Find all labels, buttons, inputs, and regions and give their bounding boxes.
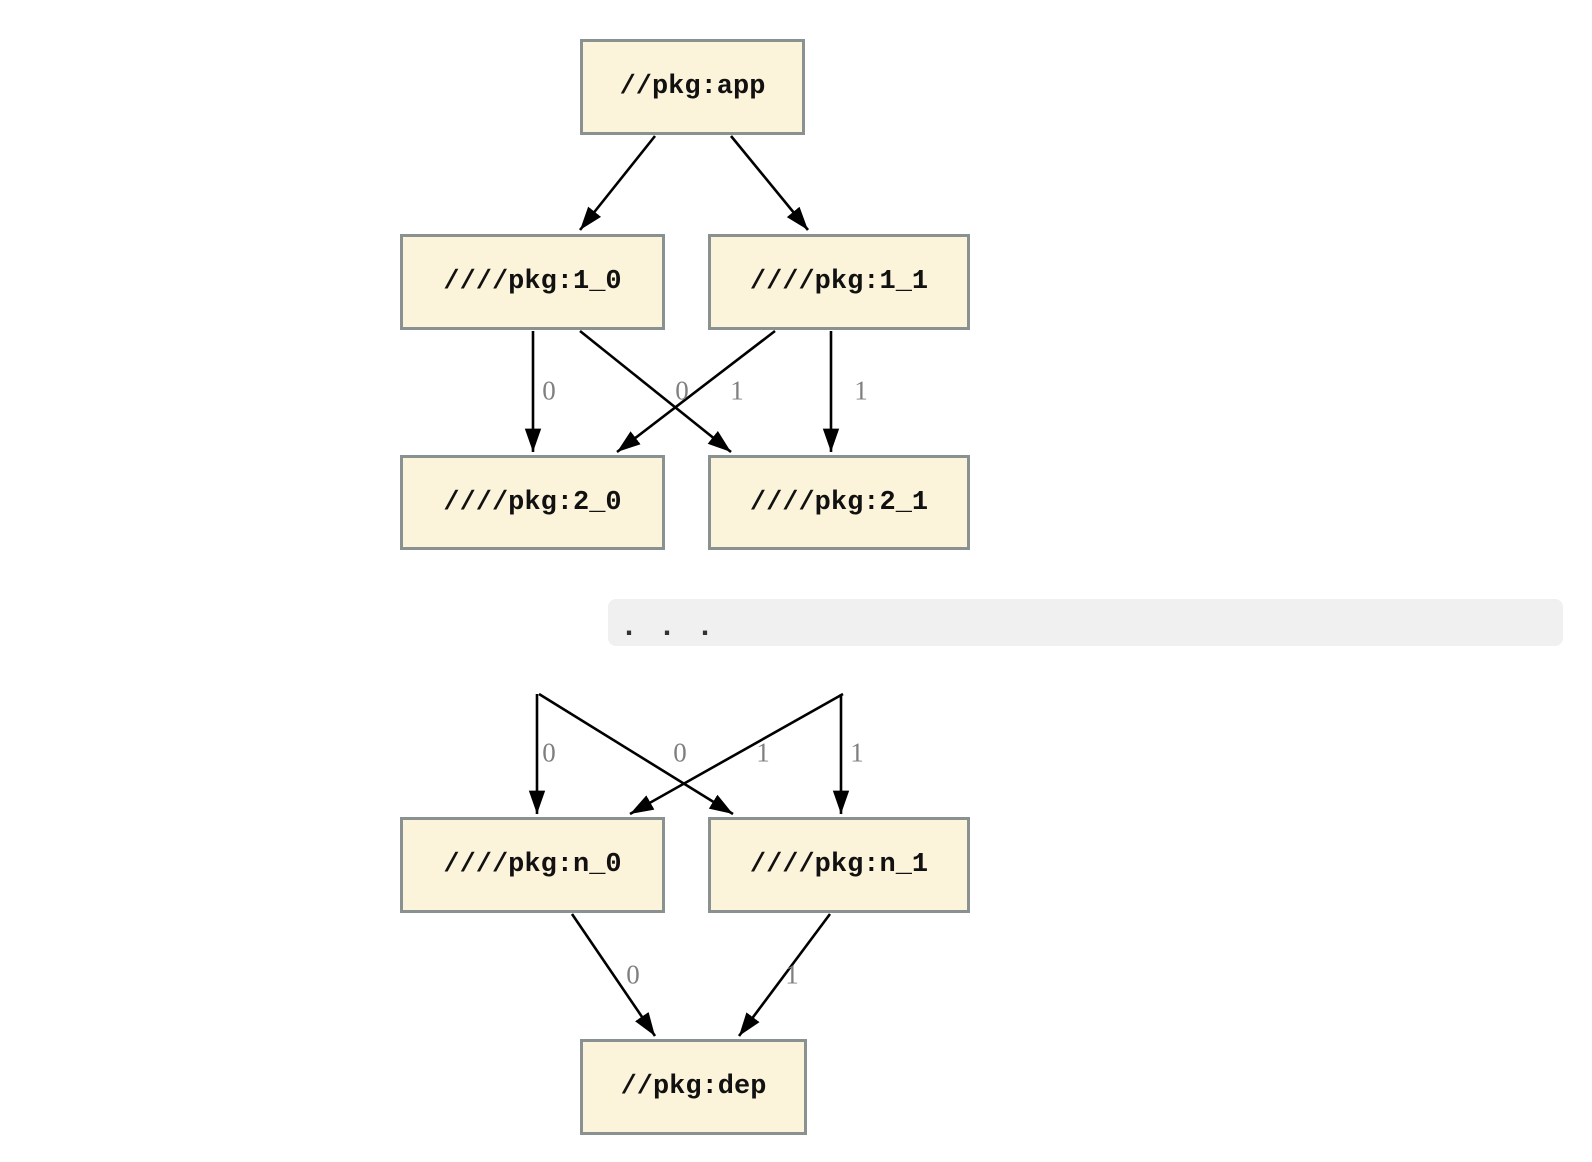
edge-n_0-to-dep xyxy=(570,913,657,1037)
edge-n_1-to-dep xyxy=(737,913,832,1037)
edge-label-prev-left-to-n_1: 1 xyxy=(756,737,770,768)
node-pkg-n_1-label: ////pkg:n_1 xyxy=(749,850,929,880)
node-pkg-dep: //pkg:dep xyxy=(580,1039,807,1135)
edge-app-to-1_0 xyxy=(578,135,657,231)
node-pkg-app: //pkg:app xyxy=(580,39,805,135)
edge-label-prev-right-to-n_1: 1 xyxy=(850,737,864,768)
node-pkg-n_0-label: ////pkg:n_0 xyxy=(443,850,622,880)
edge-label-1_0-to-2_1: 1 xyxy=(730,375,744,406)
node-pkg-2_0: ////pkg:2_0 xyxy=(400,455,665,550)
node-pkg-1_0: ////pkg:1_0 xyxy=(400,234,665,330)
edge-label-prev-right-to-n_0: 0 xyxy=(673,737,687,768)
continuation-band: . . . xyxy=(608,599,1563,646)
node-pkg-n_0: ////pkg:n_0 xyxy=(400,817,665,913)
edge-prev-left-to-n_1 xyxy=(538,692,734,816)
edge-label-n_0-to-dep: 0 xyxy=(626,959,640,990)
edge-label-1_0-to-2_0: 0 xyxy=(542,375,556,406)
node-pkg-1_1-label: ////pkg:1_1 xyxy=(749,267,929,297)
node-pkg-2_1-label: ////pkg:2_1 xyxy=(749,487,929,518)
edge-label-1_1-to-2_0: 0 xyxy=(675,375,689,406)
node-pkg-dep-label: //pkg:dep xyxy=(620,1072,767,1102)
node-pkg-1_0-label: ////pkg:1_0 xyxy=(443,267,622,297)
edge-1_0-to-2_1 xyxy=(579,329,732,454)
node-pkg-2_0-label: ////pkg:2_0 xyxy=(443,487,622,518)
edge-app-to-1_1 xyxy=(729,135,810,231)
node-pkg-2_1: ////pkg:2_1 xyxy=(708,455,970,550)
edge-label-1_1-to-2_1: 1 xyxy=(854,375,868,406)
ellipsis-dots: . . . xyxy=(620,610,716,645)
node-pkg-app-label: //pkg:app xyxy=(619,72,766,102)
node-pkg-1_1: ////pkg:1_1 xyxy=(708,234,970,330)
node-pkg-n_1: ////pkg:n_1 xyxy=(708,817,970,913)
edge-label-n_1-to-dep: 1 xyxy=(785,959,799,990)
edge-prev-right-to-n_0 xyxy=(629,692,844,816)
edge-label-prev-left-to-n_0: 0 xyxy=(542,737,556,768)
edge-1_1-to-2_0 xyxy=(616,329,776,454)
